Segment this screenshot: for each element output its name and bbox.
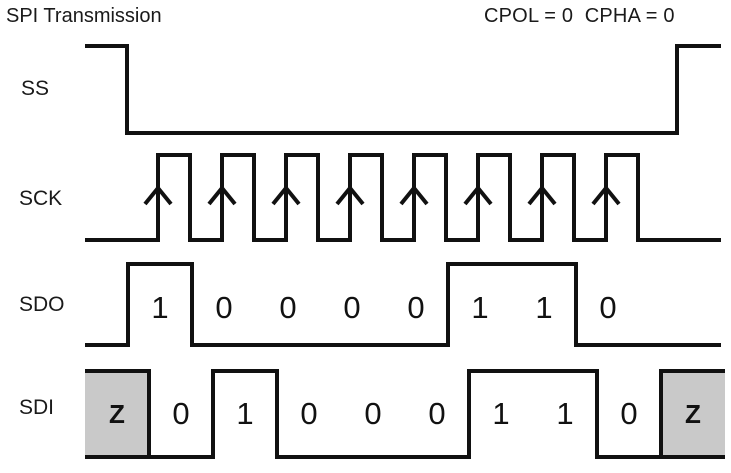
sdi-hiz-label: Z — [685, 399, 701, 429]
sdi-bit: 0 — [172, 396, 190, 431]
signal-label-ss: SS — [21, 77, 50, 100]
clock-rising-edge-arrow — [207, 184, 237, 238]
sdo-bit: 1 — [151, 290, 169, 325]
waveform-sck — [85, 153, 721, 242]
clock-rising-edge-arrow — [335, 184, 365, 238]
clock-rising-edge-arrow — [143, 184, 173, 238]
sdo-bit: 0 — [215, 290, 233, 325]
signal-label-sdi: SDI — [19, 396, 55, 419]
sdi-bit: 0 — [300, 396, 318, 431]
sdi-bit: 1 — [556, 396, 574, 431]
sdi-bit: 0 — [428, 396, 446, 431]
sdi-bit: 0 — [364, 396, 382, 431]
spi-mode-annotation: CPOL = 0 CPHA = 0 — [484, 5, 675, 27]
page-title: SPI Transmission — [6, 5, 162, 27]
signal-label-sck: SCK — [19, 187, 63, 210]
sdi-bit: 0 — [620, 396, 638, 431]
sdi-bit: 1 — [236, 396, 254, 431]
clock-rising-edge-arrow — [463, 184, 493, 238]
sdo-bit: 1 — [471, 290, 489, 325]
sdi-hiz-label: Z — [109, 399, 125, 429]
clock-edge-arrow-group — [143, 184, 621, 238]
sdo-bit: 0 — [279, 290, 297, 325]
clock-rising-edge-arrow — [527, 184, 557, 238]
sdo-bit: 0 — [343, 290, 361, 325]
clock-rising-edge-arrow — [399, 184, 429, 238]
clock-rising-edge-arrow — [591, 184, 621, 238]
sdo-bit: 0 — [407, 290, 425, 325]
sdi-bit: 1 — [492, 396, 510, 431]
clock-rising-edge-arrow — [271, 184, 301, 238]
waveform-ss — [85, 44, 721, 135]
sdo-bit: 0 — [599, 290, 617, 325]
sdo-bit: 1 — [535, 290, 553, 325]
signal-label-sdo: SDO — [19, 293, 65, 316]
